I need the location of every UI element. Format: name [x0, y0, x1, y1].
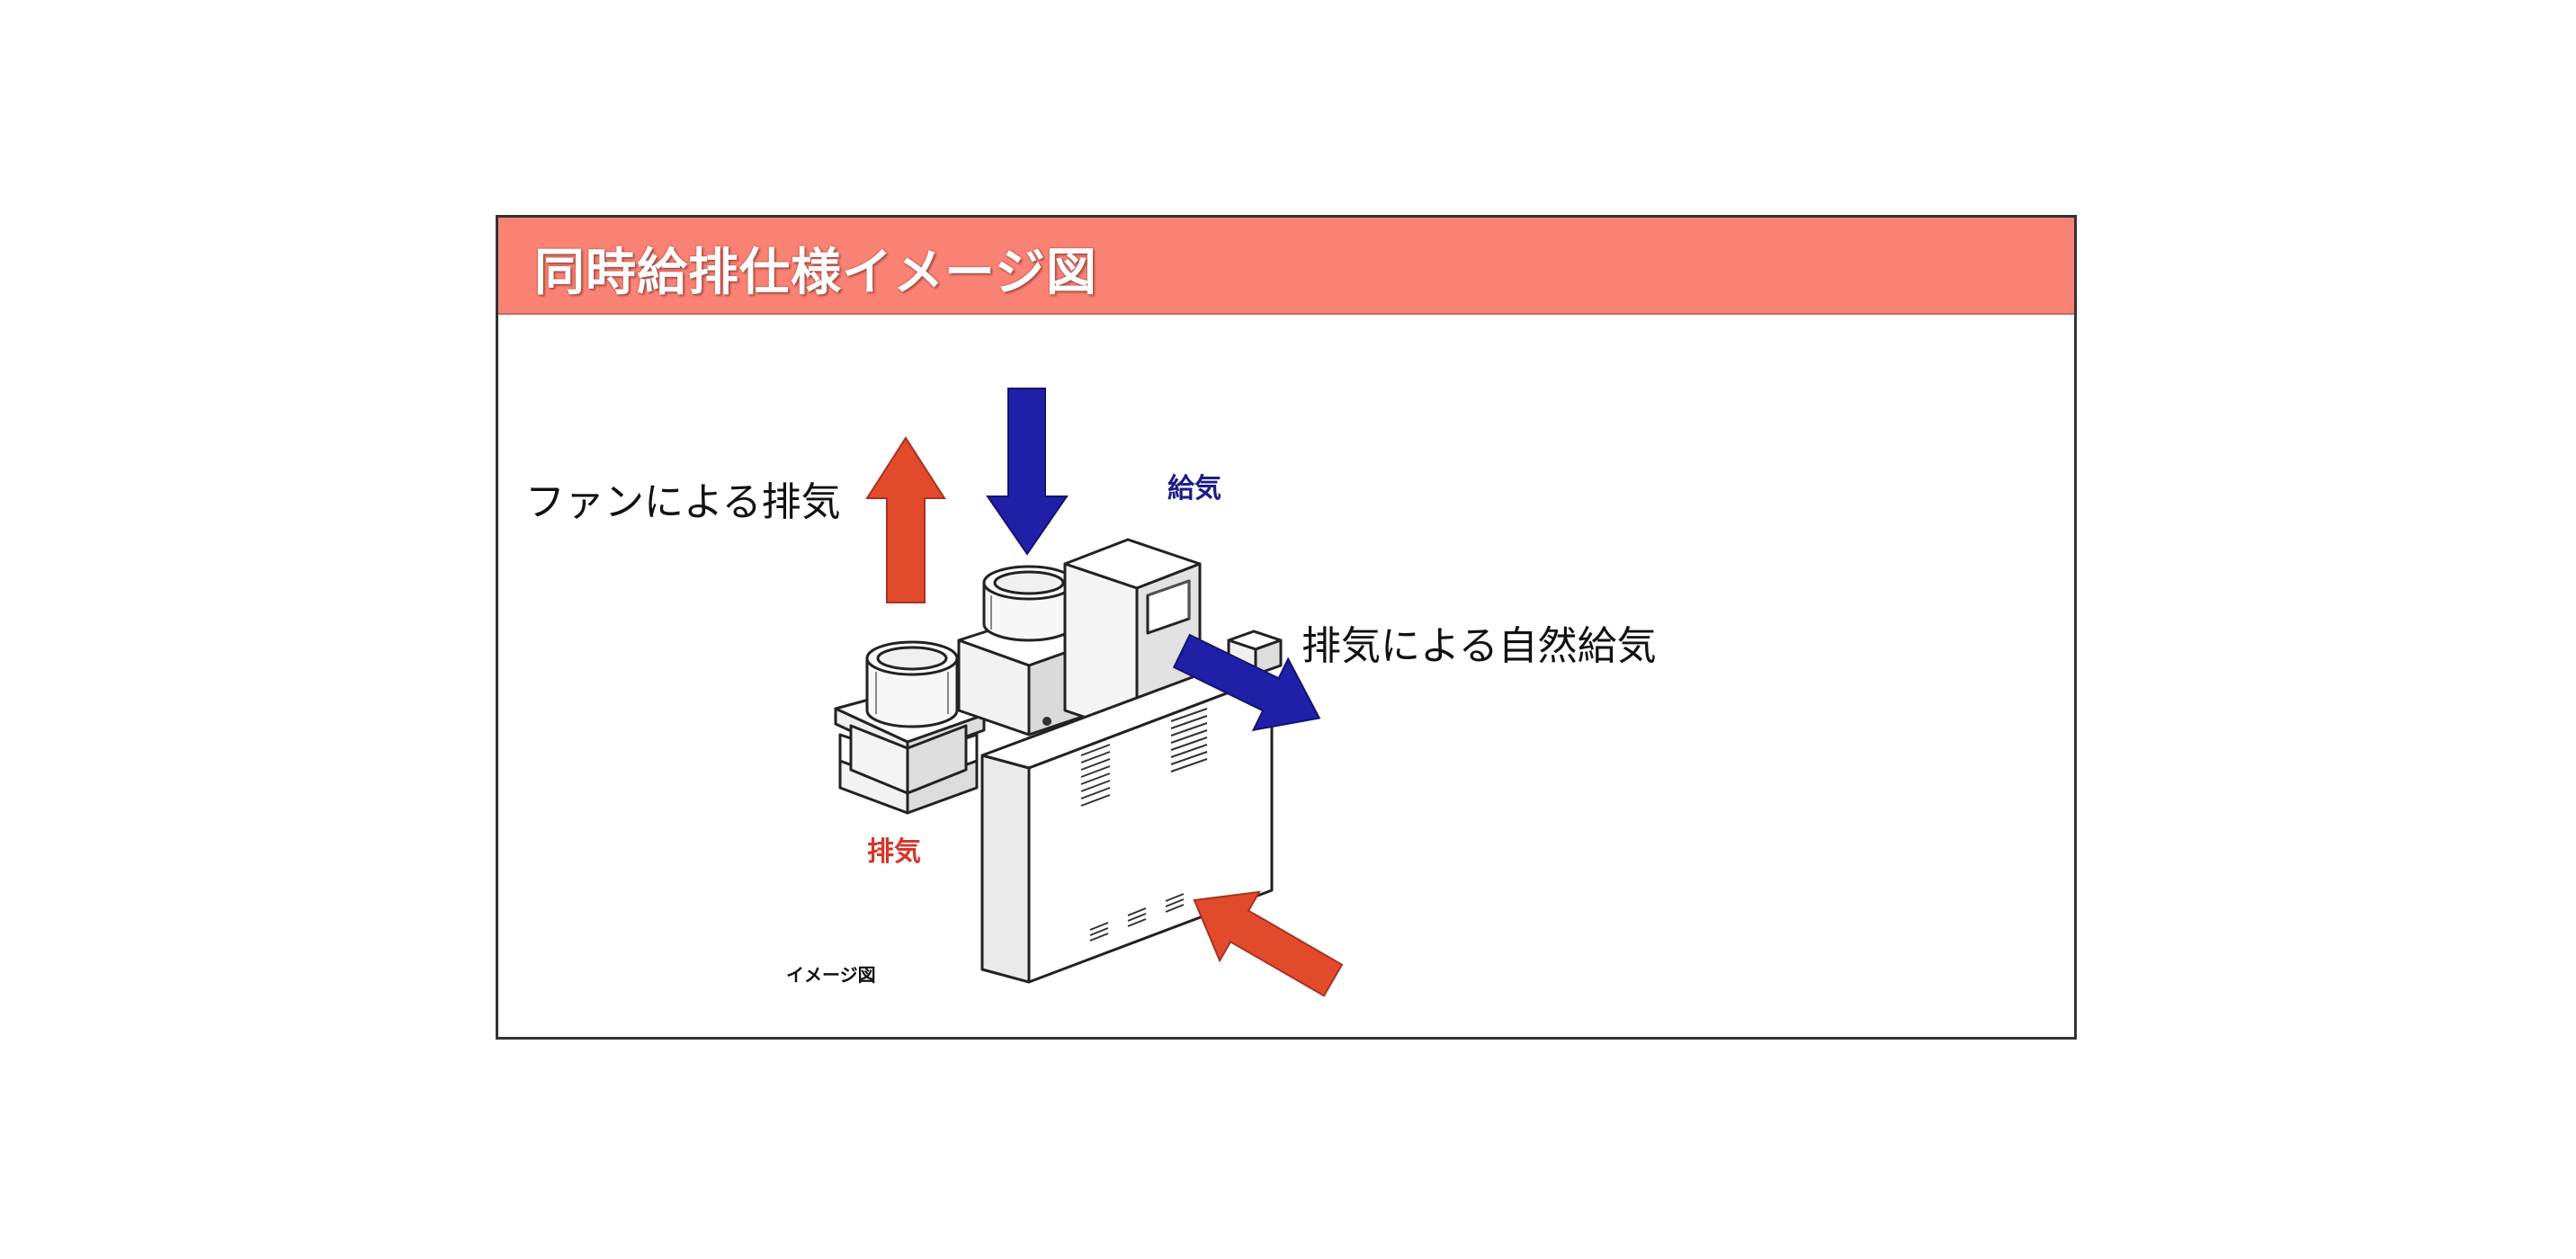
exhaust-fan-unit — [834, 640, 986, 815]
natural-supply-arrow — [1172, 633, 1321, 732]
diagram-card: 同時給排仕様イメージ図 — [496, 215, 2077, 1040]
supply-fan-unit — [957, 565, 1092, 737]
fan-exhaust-arrow — [865, 436, 946, 603]
page-title: 同時給排仕様イメージ図 — [534, 244, 1097, 302]
fan-exhaust-label: ファンによる排気 — [525, 479, 841, 525]
ventilation-illustration — [834, 388, 1344, 997]
natural-supply-label: 排気による自然給気 — [1301, 623, 1657, 669]
exhaust-intake-arrow — [1193, 890, 1344, 997]
exhaust-label: 排気 — [867, 836, 921, 868]
supply-arrow — [986, 388, 1069, 556]
image-caption: イメージ図 — [786, 964, 876, 986]
header-bar: 同時給排仕様イメージ図 — [498, 218, 2074, 315]
supply-label: 給気 — [1167, 473, 1221, 504]
